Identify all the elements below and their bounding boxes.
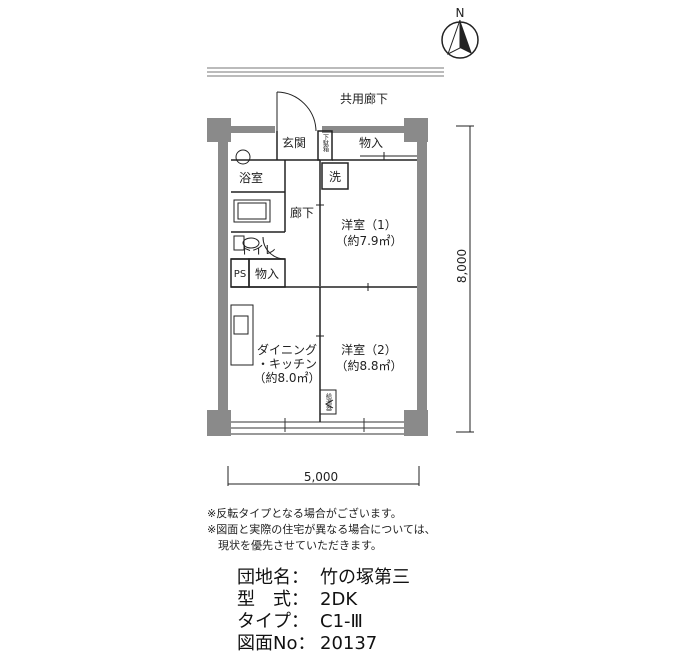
toilet-label: トイレ bbox=[240, 243, 276, 257]
info-row-drawing-no: 図面No：20137 bbox=[237, 629, 377, 655]
bathroom-label: 浴室 bbox=[239, 170, 263, 185]
depth-dimension-line bbox=[456, 125, 474, 433]
dining-kitchen-line2: ・キッチン bbox=[257, 357, 317, 371]
common-corridor-lines bbox=[207, 67, 444, 77]
width-dimension-line bbox=[227, 466, 420, 486]
western-room-1-area: （約7.9㎡） bbox=[335, 233, 402, 248]
western-room-2-name: 洋室（2） bbox=[341, 342, 397, 357]
depth-dimension-label: 8,000 bbox=[455, 249, 469, 283]
shoe-cabinet-label: 下駄箱 bbox=[322, 134, 329, 153]
info-row-estate: 団地名： 竹の塚第三 bbox=[237, 563, 410, 589]
info-value-type: C1-Ⅲ bbox=[320, 611, 363, 632]
dining-kitchen-area: （約8.0㎡） bbox=[253, 370, 320, 385]
note-line-3: 現状を優先させていただきます。 bbox=[207, 539, 382, 552]
window-bottom bbox=[231, 418, 404, 435]
north-compass-icon: N bbox=[441, 6, 479, 59]
western-room-2-area: （約8.8㎡） bbox=[335, 358, 402, 373]
north-label: N bbox=[456, 6, 465, 20]
entrance-label: 玄関 bbox=[282, 135, 306, 150]
info-value-model: 2DK bbox=[320, 589, 358, 610]
common-corridor-label: 共用廊下 bbox=[340, 91, 388, 106]
storage-mid-label: 物入 bbox=[255, 267, 279, 281]
info-value-drawing-no: 20137 bbox=[320, 633, 378, 654]
dining-kitchen-line1: ダイニング bbox=[257, 342, 317, 357]
info-value-estate: 竹の塚第三 bbox=[320, 567, 410, 588]
info-row-type: タイプ： C1-Ⅲ bbox=[237, 607, 363, 633]
info-row-model: 型 式： 2DK bbox=[237, 585, 357, 611]
outer-walls bbox=[207, 118, 428, 436]
note-line-2: ※図面と実際の住宅が異なる場合については、 bbox=[207, 523, 436, 536]
water-heater-label: 給湯器 bbox=[325, 392, 332, 412]
hallway-label: 廊下 bbox=[290, 205, 314, 220]
entrance-door bbox=[276, 91, 317, 132]
ps-label: PS bbox=[234, 269, 246, 280]
info-key-type: タイプ： bbox=[237, 611, 309, 632]
washer-label: 洗 bbox=[329, 170, 341, 184]
info-key-estate: 団地名： bbox=[237, 567, 309, 588]
storage-top-label: 物入 bbox=[359, 136, 383, 150]
info-key-drawing-no: 図面No： bbox=[237, 633, 316, 654]
interior-walls bbox=[230, 130, 417, 422]
sliding-door-marks bbox=[316, 152, 385, 337]
western-room-1-name: 洋室（1） bbox=[341, 217, 397, 232]
width-dimension-label: 5,000 bbox=[304, 470, 338, 484]
note-line-1: ※反転タイプとなる場合がございます。 bbox=[207, 507, 402, 520]
info-key-model: 型 式： bbox=[237, 589, 309, 610]
